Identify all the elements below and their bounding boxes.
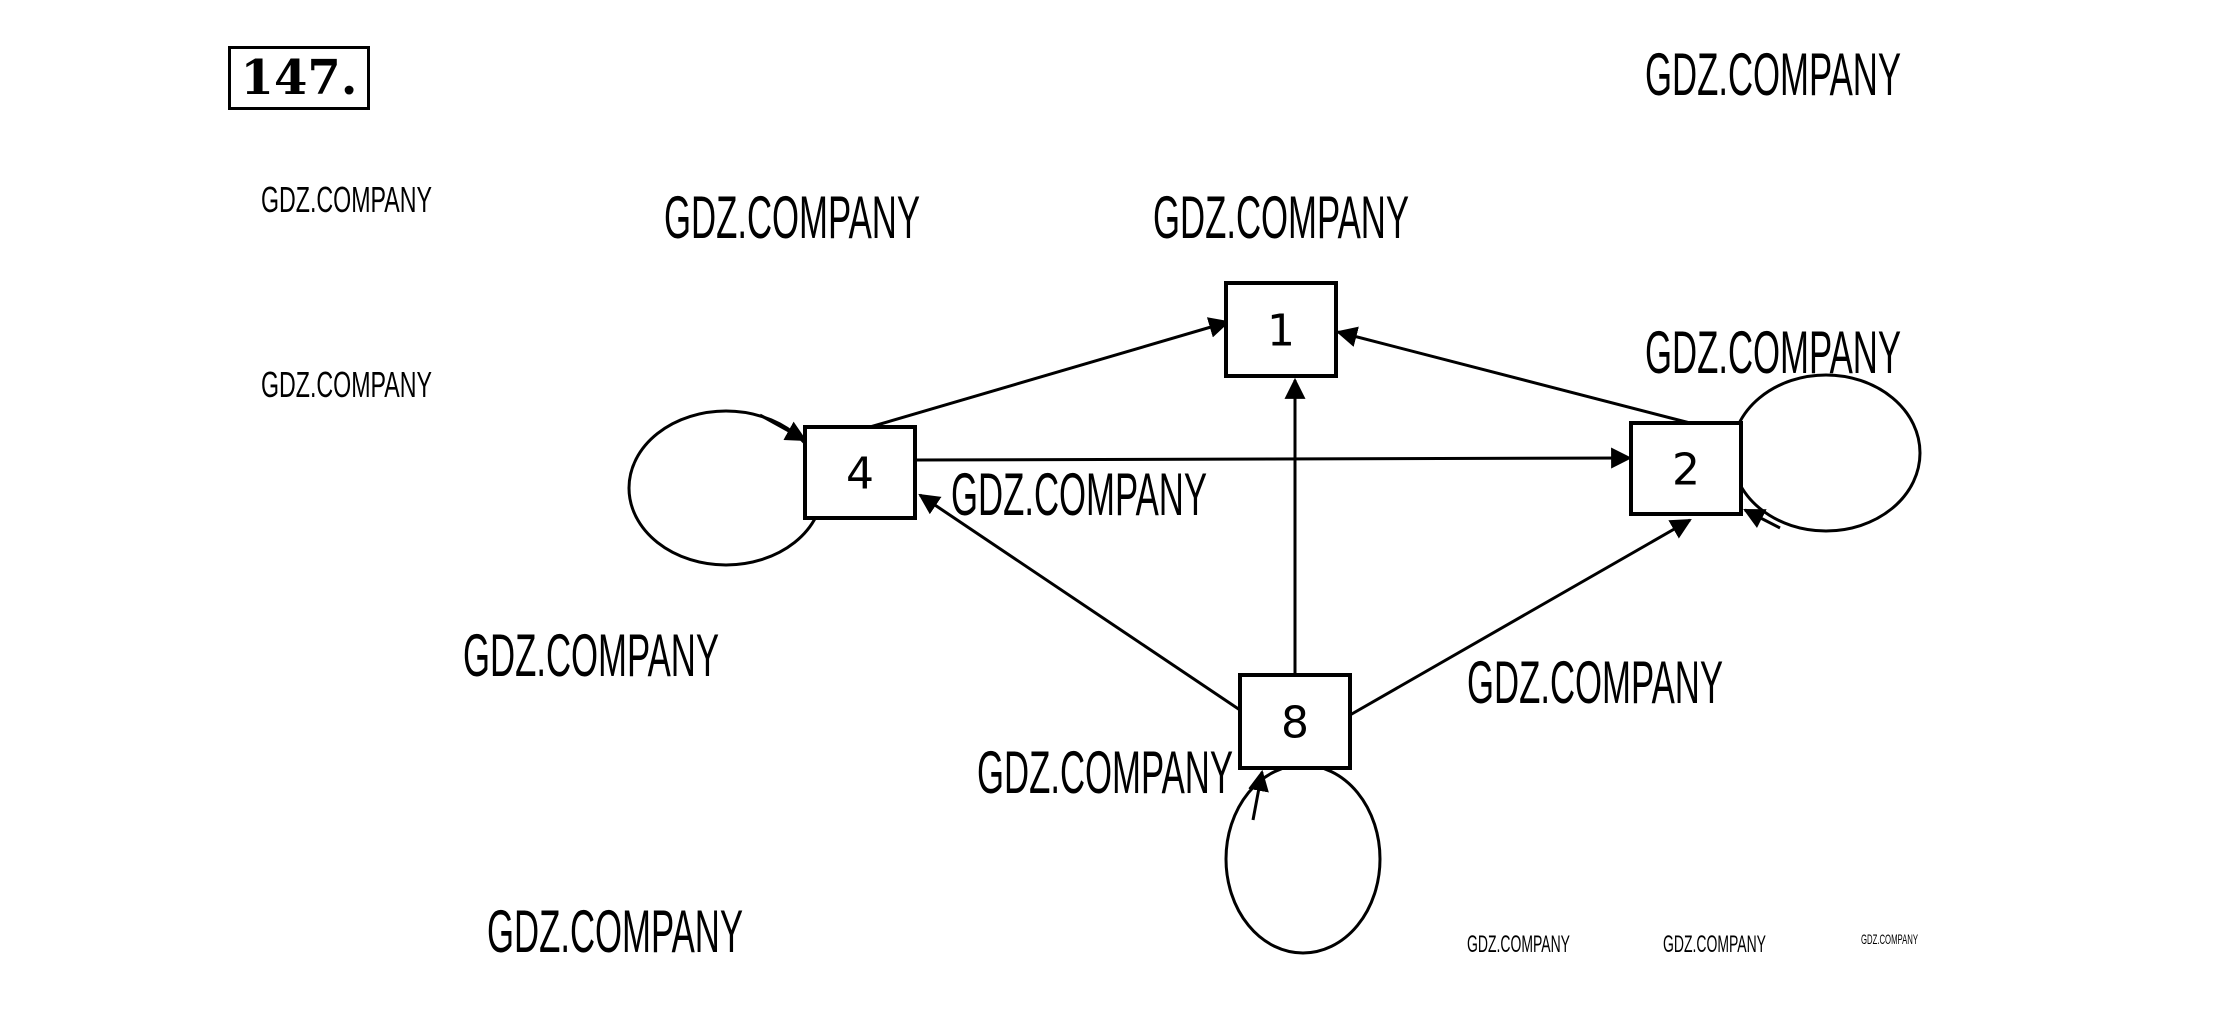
node-label: 4 <box>846 449 874 500</box>
watermark: GDZ.COMPANY <box>463 622 719 689</box>
watermark: GDZ.COMPANY <box>1645 319 1901 386</box>
node-4: 4 <box>803 425 917 520</box>
node-box <box>1238 673 1352 770</box>
node-box <box>803 425 917 520</box>
self-loop-8 <box>1224 763 1382 955</box>
watermark: GDZ.COMPANY <box>1663 931 1766 958</box>
watermark: GDZ.COMPANY <box>951 461 1207 528</box>
self-loop-arrow-2 <box>1743 508 1781 530</box>
watermark: GDZ.COMPANY <box>1153 184 1409 251</box>
watermark: GDZ.COMPANY <box>261 364 432 405</box>
self-loop-2 <box>1730 373 1922 533</box>
self-loop-arrow-4 <box>759 413 807 442</box>
node-label: 8 <box>1281 698 1309 749</box>
watermark: GDZ.COMPANY <box>487 898 743 965</box>
node-label: 1 <box>1267 306 1295 357</box>
edge-4-to-2 <box>914 447 1633 469</box>
edge-8-to-2 <box>1349 518 1692 717</box>
node-box <box>1224 281 1338 378</box>
watermark: GDZ.COMPANY <box>261 179 432 220</box>
problem-number: 147. <box>228 46 370 110</box>
node-box <box>1629 421 1743 516</box>
watermark: GDZ.COMPANY <box>1467 649 1723 716</box>
watermark: GDZ.COMPANY <box>977 739 1233 806</box>
node-8: 8 <box>1238 673 1352 770</box>
edge-4-to-1 <box>869 317 1231 429</box>
watermark: GDZ.COMPANY <box>1861 931 1918 947</box>
watermark: GDZ.COMPANY <box>1645 41 1901 108</box>
node-label: 2 <box>1672 445 1700 496</box>
edge-2-to-1 <box>1335 326 1691 425</box>
node-2: 2 <box>1629 421 1743 516</box>
self-loop-arrow-8 <box>1248 769 1269 821</box>
watermark: GDZ.COMPANY <box>1467 931 1570 958</box>
node-1: 1 <box>1224 281 1338 378</box>
watermark: GDZ.COMPANY <box>664 184 920 251</box>
edge-8-to-4 <box>918 493 1241 712</box>
